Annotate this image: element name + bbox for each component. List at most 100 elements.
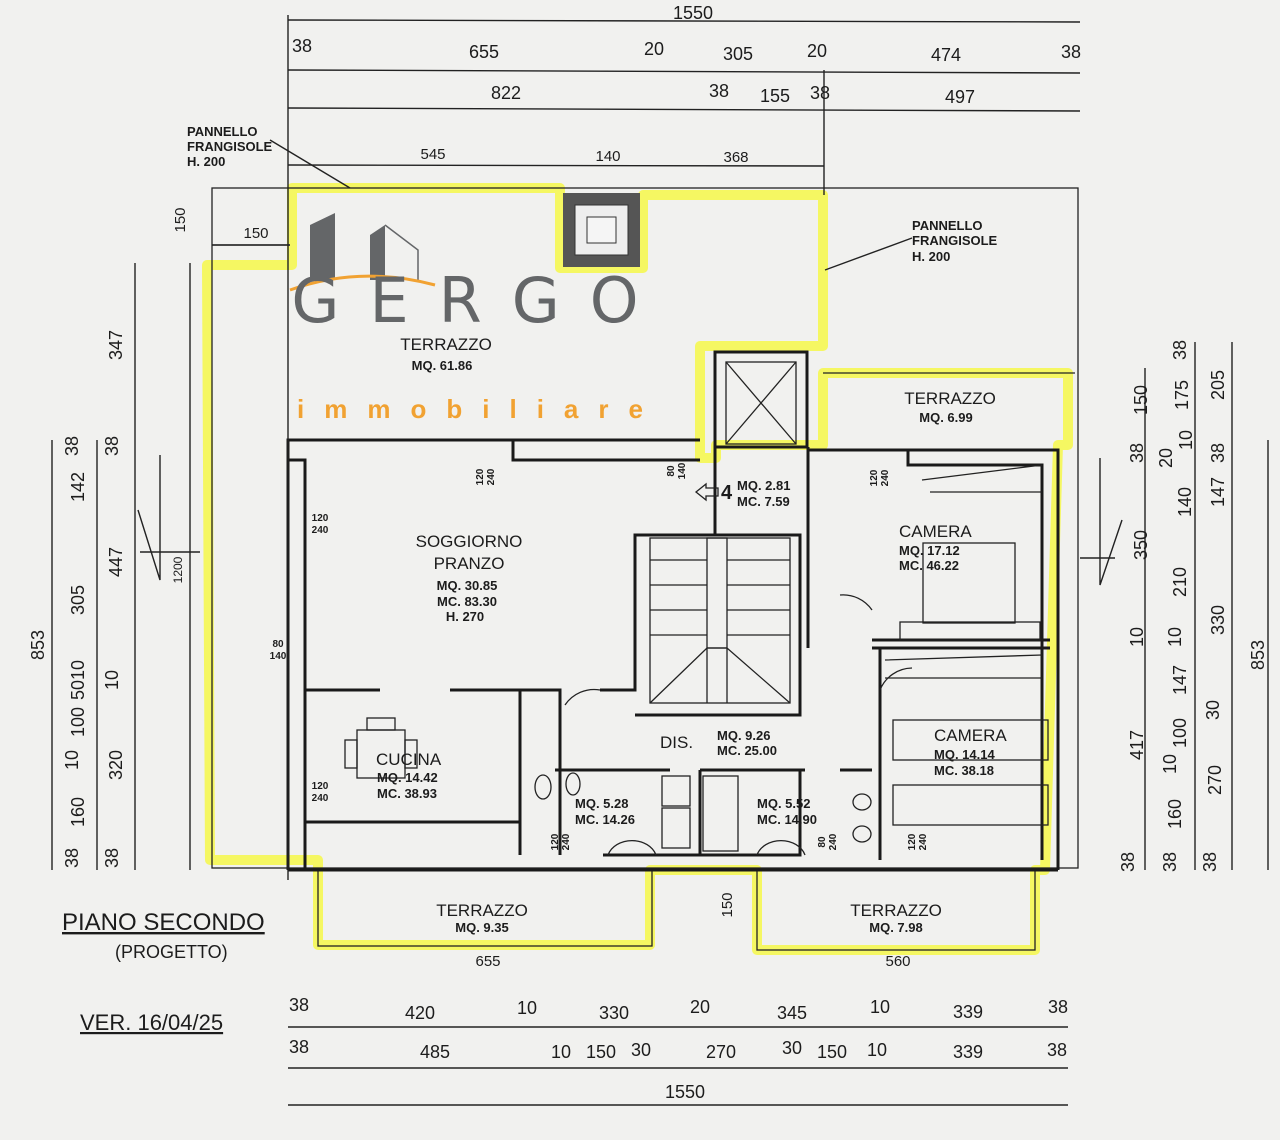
opening-height: 240 — [918, 833, 929, 850]
room-area: MQ. 5.52 — [757, 796, 810, 811]
dim-label: 853 — [1248, 640, 1268, 670]
room-area: MQ. 9.35 — [455, 920, 508, 935]
dim-label: 147 — [1170, 665, 1190, 695]
dim-label: 205 — [1208, 370, 1228, 400]
dim-label: 339 — [953, 1042, 983, 1062]
dim-label: 38 — [62, 436, 82, 456]
staircase — [649, 537, 791, 704]
dim-label: 175 — [1172, 380, 1192, 410]
dim-label: 38 — [1170, 340, 1190, 360]
dim-label: 160 — [1165, 799, 1185, 829]
dim-label: 147 — [1208, 477, 1228, 507]
room-name: DIS. — [660, 733, 693, 752]
dim-label: 5010 — [68, 660, 88, 700]
top-inner-dimensions: 545 140 368 150 150 — [172, 146, 749, 242]
dim-label: 305 — [68, 585, 88, 615]
building-icon — [289, 213, 436, 292]
room-name: TERRAZZO — [400, 335, 492, 354]
panel-note-line: FRANGISOLE — [912, 233, 998, 248]
dim-label: 822 — [491, 83, 521, 103]
room-height: H. 270 — [446, 609, 484, 624]
opening-width: 120 — [312, 781, 329, 792]
panel-note-line: FRANGISOLE — [187, 139, 273, 154]
logo-brand: GERGO — [291, 264, 668, 337]
panel-note-line: H. 200 — [187, 154, 225, 169]
dim-label: 30 — [782, 1038, 802, 1058]
dim-label: 417 — [1127, 730, 1147, 760]
dim-label: 20 — [1156, 448, 1176, 468]
dim-label: 20 — [807, 41, 827, 61]
opening-height: 240 — [880, 469, 891, 486]
dim-label: 38 — [709, 81, 729, 101]
dim-label: 38 — [102, 436, 122, 456]
dim-label: 38 — [1118, 852, 1138, 872]
room-camera-1: CAMERA MQ. 17.12 MC. 46.22 — [899, 522, 972, 573]
opening-height: 240 — [486, 468, 497, 485]
room-cucina: CUCINA MQ. 14.42 MC. 38.93 — [376, 750, 442, 801]
room-name: PRANZO — [434, 554, 505, 573]
room-name: CAMERA — [934, 726, 1007, 745]
room-area: MQ. 61.86 — [412, 358, 473, 373]
gergo-logo-watermark: GERGO immobiliare — [289, 213, 668, 424]
room-volume: MC. 83.30 — [437, 594, 497, 609]
dim-label: 545 — [420, 146, 445, 163]
dim-label: 10 — [1165, 627, 1185, 647]
dim-label: 497 — [945, 87, 975, 107]
room-ingresso: 4 MQ. 2.81 MC. 7.59 — [694, 478, 790, 509]
dim-label: 368 — [723, 149, 748, 166]
room-volume: MC. 46.22 — [899, 558, 959, 573]
dim-label: 10 — [1160, 754, 1180, 774]
opening-width: 120 — [475, 468, 486, 485]
dim-label: 140 — [1175, 487, 1195, 517]
dim-label: 10 — [870, 997, 890, 1017]
room-area: MQ. 6.99 — [919, 410, 972, 425]
dim-label: 30 — [631, 1040, 651, 1060]
dim-label: 270 — [1205, 765, 1225, 795]
room-area: MQ. 14.14 — [934, 747, 995, 762]
dim-label: 320 — [106, 750, 126, 780]
logo-sub: immobiliare — [297, 394, 663, 424]
dim-label: 38 — [1127, 443, 1147, 463]
dim-label: 150 — [243, 225, 268, 242]
dim-label: 142 — [68, 472, 88, 502]
dim-label: 150 — [817, 1042, 847, 1062]
room-name: CAMERA — [899, 522, 972, 541]
dim-label: 38 — [1160, 852, 1180, 872]
terrace-dimensions: 655 560 150 — [475, 892, 910, 970]
room-volume: MC. 38.93 — [377, 786, 437, 801]
dim-label: 210 — [1170, 567, 1190, 597]
right-dimensions: 150 38 350 10 417 38 38 175 20 10 140 21… — [1118, 340, 1268, 872]
dim-label: 655 — [475, 953, 500, 970]
dim-label: 20 — [644, 39, 664, 59]
room-bagno-1: MQ. 5.28 MC. 14.26 — [575, 796, 635, 827]
room-area: MQ. 14.42 — [377, 770, 438, 785]
dim-label: 150 — [719, 892, 736, 917]
room-area: MQ. 7.98 — [869, 920, 922, 935]
dim-label: 474 — [931, 45, 961, 65]
dim-label: 447 — [106, 547, 126, 577]
bottom-dimensions: 38 420 10 330 20 345 10 339 38 38 485 10… — [289, 995, 1068, 1102]
dim-label: 38 — [292, 36, 312, 56]
room-terrazzo-s1: TERRAZZO MQ. 9.35 — [436, 901, 528, 935]
dim-label: 140 — [595, 148, 620, 165]
panel-note-line: H. 200 — [912, 249, 950, 264]
chimney — [563, 193, 640, 267]
panel-note-line: PANNELLO — [187, 124, 258, 139]
dim-label: 270 — [706, 1042, 736, 1062]
room-area: MQ. 9.26 — [717, 728, 770, 743]
dim-label: 339 — [953, 1002, 983, 1022]
room-camera-2: CAMERA MQ. 14.14 MC. 38.18 — [934, 726, 1007, 778]
dim-label: 10 — [1127, 627, 1147, 647]
floor-title: PIANO SECONDO — [62, 909, 265, 936]
room-area: MQ. 30.85 — [437, 578, 498, 593]
room-area: MQ. 2.81 — [737, 478, 790, 493]
dim-label: 38 — [62, 848, 82, 868]
elevator — [713, 350, 809, 449]
room-volume: MC. 14.90 — [757, 812, 817, 827]
room-terrazzo-ne: TERRAZZO MQ. 6.99 — [904, 389, 996, 425]
dim-label: 150 — [172, 207, 189, 232]
dim-label: 38 — [289, 995, 309, 1015]
room-name: CUCINA — [376, 750, 442, 769]
